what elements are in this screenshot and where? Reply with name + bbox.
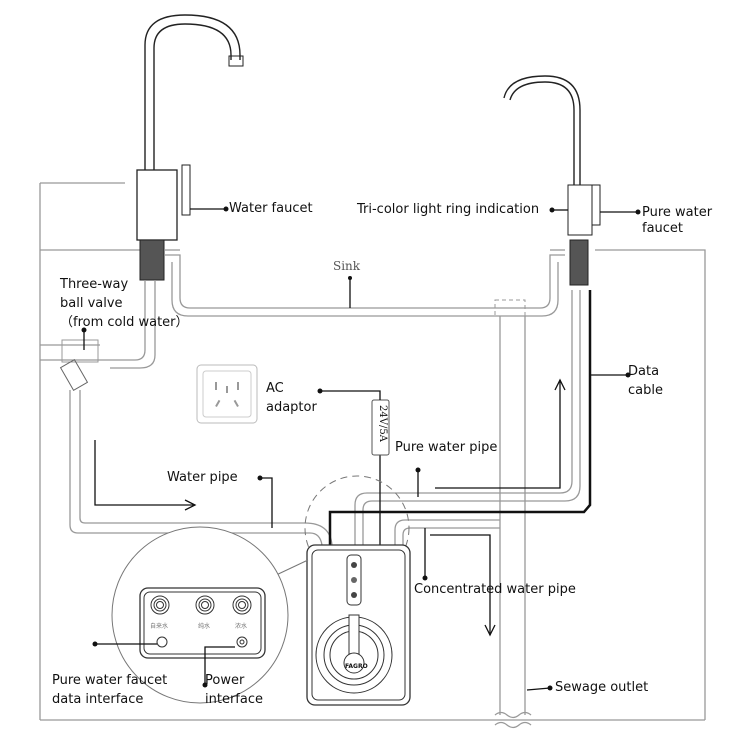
label-concentrated-pipe: Concentrated water pipe [414, 582, 576, 597]
label-water-faucet: Water faucet [229, 201, 313, 216]
adaptor-rating: 24V/5A [377, 405, 388, 442]
port-label-pure: 纯水 [198, 623, 211, 630]
label-sink: Sink [333, 259, 361, 273]
water-pipe [40, 280, 333, 546]
brand-logo: FAGRO [345, 663, 368, 670]
label-data-cable: Data cable [628, 364, 663, 398]
concentrated-pipe-drawing [394, 519, 500, 637]
pure-water-pipe-drawing [354, 290, 581, 545]
label-pure-water-pipe: Pure water pipe [395, 440, 498, 455]
ac-outlet-icon [196, 364, 258, 424]
label-sewage-outlet: Sewage outlet [555, 680, 649, 695]
leader-lines [81, 206, 641, 691]
drain-pipe [494, 316, 532, 729]
label-water-pipe: Water pipe [167, 470, 238, 485]
sink [165, 254, 565, 317]
data-cable-line [328, 290, 592, 548]
label-power-interface: Power interface [205, 673, 263, 707]
water-faucet [136, 14, 244, 281]
port-label-waste: 浓水 [235, 623, 248, 630]
pure-water-faucet [503, 75, 601, 286]
cabinet-outline [39, 182, 706, 721]
detail-highlight [304, 475, 410, 581]
label-three-way-valve: Three-way ball valve （from cold water） [60, 277, 189, 330]
port-label-tap: 自来水 [150, 623, 169, 630]
label-tri-color-ring: Tri-color light ring indication [357, 202, 540, 217]
label-ac-adaptor: AC adaptor [266, 381, 317, 415]
purifier-unit [306, 544, 411, 706]
interface-detail-view [111, 526, 309, 704]
label-pure-faucet-data-interface: Pure water faucet data interface [52, 673, 168, 707]
label-pure-water-faucet: Pure water faucet [642, 205, 713, 236]
